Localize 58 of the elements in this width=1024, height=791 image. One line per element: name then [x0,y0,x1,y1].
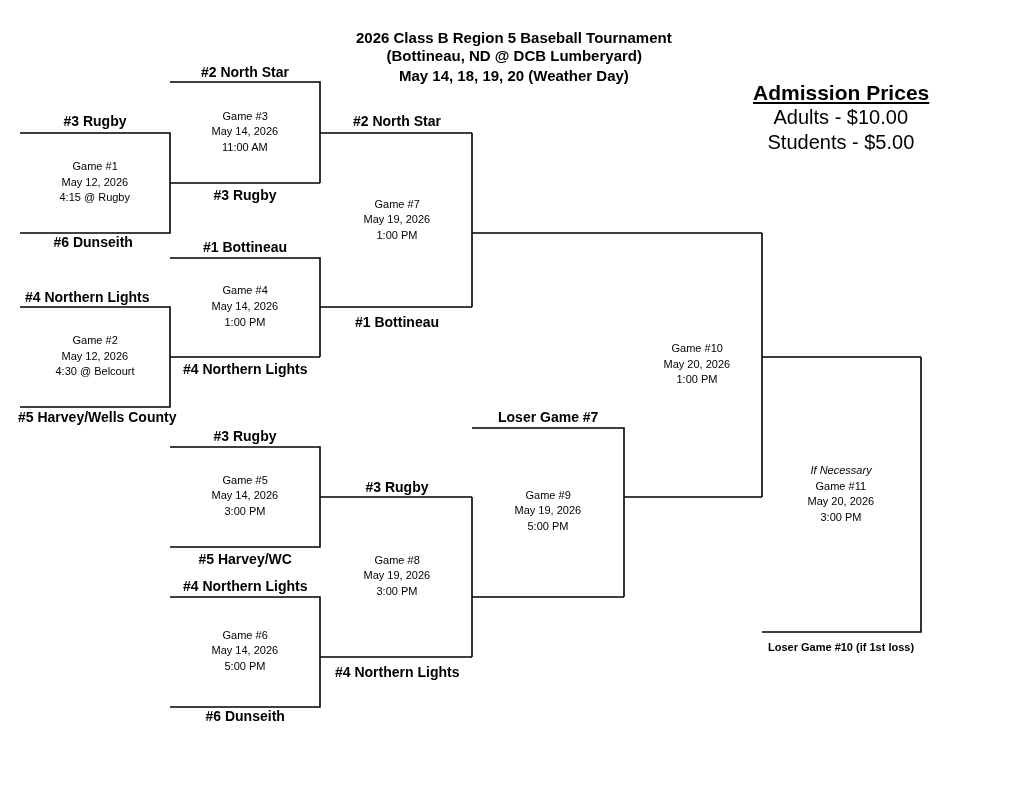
game-info: May 14, 2026 [211,644,279,657]
game-info: Game #9 [525,489,571,502]
price-line: Students - $5.00 [767,130,915,154]
team-name: #2 North Star [201,64,289,81]
subtitle: (Bottineau, ND @ DCB Lumberyard) [386,46,642,64]
game-info: 4:15 @ Rugby [59,191,130,204]
game-info: May 14, 2026 [211,300,279,313]
game-info: 3:00 PM [820,511,862,524]
team-name: Loser Game #10 (if 1st loss) [768,641,915,654]
game-info: Game #3 [222,110,268,123]
game-info: May 20, 2026 [663,358,731,371]
game-info: Game #7 [374,198,420,211]
game-info: Game #8 [374,554,420,567]
game-note: If Necessary [810,464,872,477]
game-info: 3:00 PM [224,505,266,518]
team-name: #5 Harvey/Wells County [18,409,177,426]
game-info: May 19, 2026 [363,569,431,582]
game-info: Game #5 [222,474,268,487]
game-info: 5:00 PM [224,660,266,673]
team-name: #3 Rugby [213,428,277,445]
game-info: 11:00 AM [222,141,268,154]
game-info: 3:00 PM [376,585,418,598]
team-name: #4 Northern Lights [335,664,460,681]
game-info: May 20, 2026 [807,495,875,508]
game-info: May 19, 2026 [514,504,582,517]
price-line: Adults - $10.00 [773,105,909,129]
game-info: 5:00 PM [527,520,569,533]
game-info: 1:00 PM [676,373,718,386]
team-name: #2 North Star [353,113,441,130]
game-info: Game #11 [815,480,867,493]
game-info: 1:00 PM [376,229,418,242]
game-info: Game #10 [671,342,723,355]
price-heading: Admission Prices [753,80,930,106]
team-name: #3 Rugby [365,479,429,496]
game-info: 4:30 @ Belcourt [55,365,135,378]
game-info: May 14, 2026 [211,489,279,502]
team-name: #6 Dunseith [53,234,133,251]
game-info: Game #1 [72,160,118,173]
team-name: #4 Northern Lights [183,361,308,378]
game-info: Game #2 [72,334,118,347]
game-info: 1:00 PM [224,316,266,329]
team-name: #4 Northern Lights [25,289,150,306]
game-info: May 12, 2026 [61,350,129,363]
team-name: Loser Game #7 [498,409,599,426]
team-name: #1 Bottineau [355,314,439,331]
team-name: #5 Harvey/WC [198,551,292,568]
game-info: May 12, 2026 [61,176,129,189]
game-info: May 14, 2026 [211,125,279,138]
team-name: #1 Bottineau [203,239,287,256]
title: 2026 Class B Region 5 Baseball Tournament [356,28,672,46]
game-info: Game #4 [222,284,268,297]
game-info: May 19, 2026 [363,213,431,226]
team-name: #3 Rugby [63,113,127,130]
team-name: #3 Rugby [213,187,277,204]
team-name: #6 Dunseith [205,708,285,725]
subtitle: May 14, 18, 19, 20 (Weather Day) [399,66,629,84]
team-name: #4 Northern Lights [183,578,308,595]
game-info: Game #6 [222,629,268,642]
